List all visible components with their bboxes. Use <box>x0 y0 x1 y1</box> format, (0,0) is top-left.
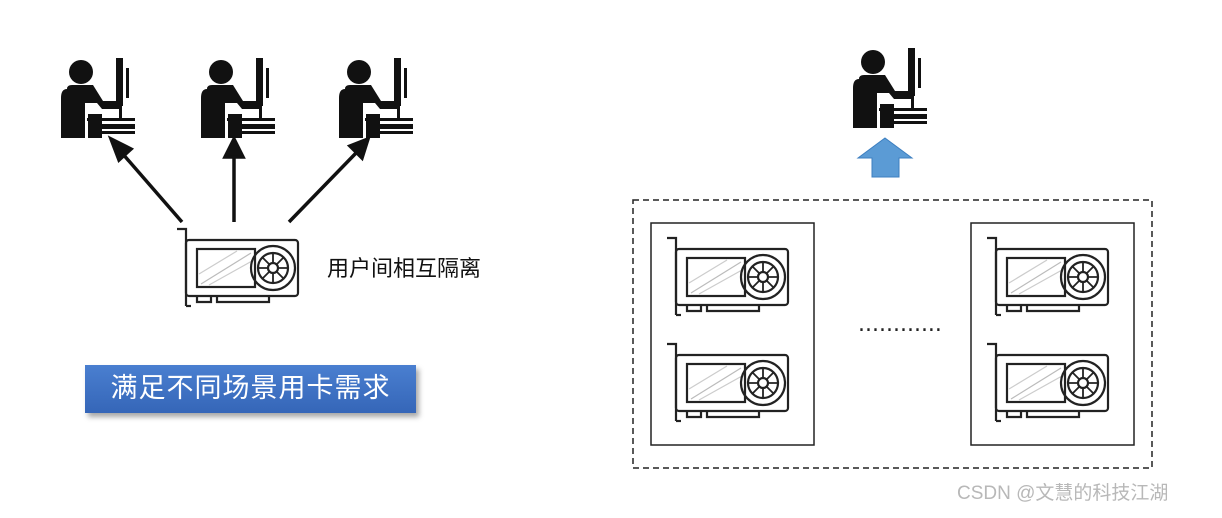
server-box <box>650 222 815 446</box>
user-workstation-icon <box>339 58 413 138</box>
gpu-cluster-boundary <box>632 199 1153 469</box>
watermark: CSDN @文慧的科技江湖 <box>957 483 1169 504</box>
server-box <box>970 222 1135 446</box>
isolation-label: 用户间相互隔离 <box>327 257 482 282</box>
user-workstation-icon <box>61 58 135 138</box>
up-arrow-icon <box>856 137 914 178</box>
allocation-arrows <box>107 135 371 224</box>
user-workstation-icon <box>853 48 927 128</box>
ellipsis-more-servers: ............ <box>858 312 942 337</box>
need-badge: 满足不同场景用卡需求 <box>85 365 416 413</box>
gpu-card-icon <box>175 227 300 308</box>
user-workstation-icon <box>201 58 275 138</box>
